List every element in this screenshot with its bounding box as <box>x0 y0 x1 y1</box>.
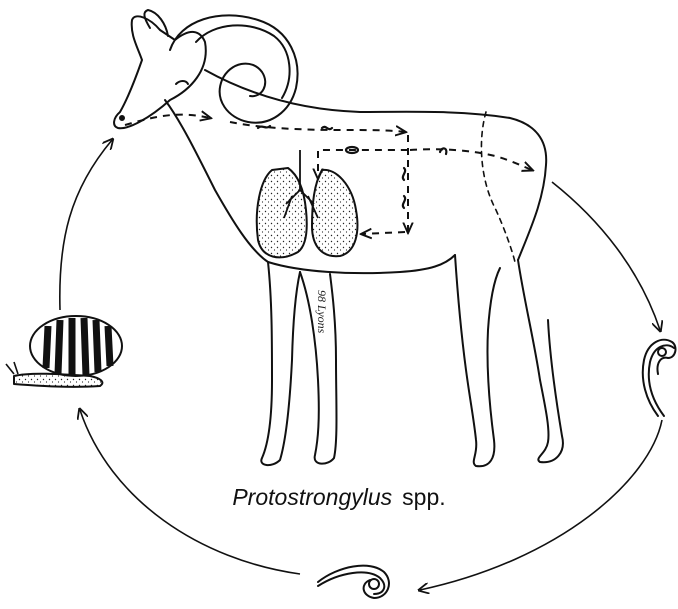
artist-signature: 98 Lyons <box>315 290 329 334</box>
larva-icon <box>318 566 389 598</box>
snail-icon <box>6 316 122 387</box>
diagram-caption: Protostrongylus spp. <box>0 484 678 511</box>
lungs-icon <box>257 150 358 257</box>
life-cycle-arrows <box>60 140 662 590</box>
arrow-host-to-larva <box>552 182 660 330</box>
caption-species: spp. <box>402 484 445 510</box>
arrow-snail-to-host <box>60 140 112 310</box>
larva-icon <box>643 340 676 416</box>
caption-genus: Protostrongylus <box>232 484 392 510</box>
signature-text: 98 Lyons <box>315 290 329 334</box>
